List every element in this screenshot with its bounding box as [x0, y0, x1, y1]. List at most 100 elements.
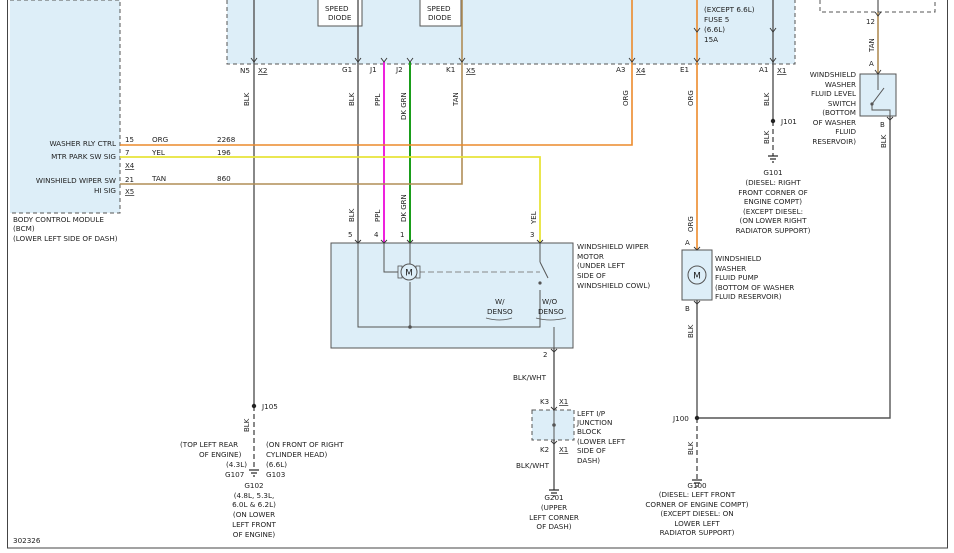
- ground-g100-line-6: RADIATOR SUPPORT): [660, 528, 735, 537]
- wire-label-org-a3: ORG: [622, 90, 630, 106]
- motor-w-denso-1: W/: [495, 297, 505, 306]
- motor-park-contact: [538, 281, 542, 285]
- bcm-pin-5: X5: [125, 188, 134, 196]
- bcm-box: [10, 0, 121, 214]
- motor-park-switch-blade: [539, 261, 549, 279]
- ground-g100-line-5: LOWER LEFT: [674, 519, 720, 528]
- junction-conn-x1-bottom: X1: [559, 446, 568, 454]
- motor-denso-brace-1: [485, 317, 513, 321]
- ground-g100-line-4: (EXCEPT DIESEL: ON: [660, 509, 733, 518]
- wire-label-blk-a1: BLK: [763, 92, 771, 106]
- junction-title-3: BLOCK: [577, 427, 601, 436]
- speed-diode-2: [419, 0, 462, 27]
- wire-label-ppl: PPL: [374, 94, 382, 106]
- ground-g201-line-4: OF DASH): [536, 522, 571, 531]
- level-switch-pin-a: A: [869, 60, 874, 68]
- motor-title-2: MOTOR: [577, 252, 604, 261]
- splice-j100-label: J100: [672, 414, 689, 423]
- motor-title-3: (UNDER LEFT: [577, 261, 625, 270]
- bcm-title-2: (BCM): [13, 224, 35, 233]
- ground-g101-line-6: (ON LOWER RIGHT: [740, 216, 808, 225]
- bcm-wire-color-1: ORG: [152, 135, 168, 144]
- bcm-pin-label-5: HI SIG: [94, 186, 116, 195]
- wire-label-tan: TAN: [452, 92, 460, 107]
- wire-label-blk-n5: BLK: [243, 92, 251, 106]
- bcm-wire-color-4: TAN: [151, 174, 166, 183]
- ground-g101-line-5: (EXCEPT DIESEL:: [743, 207, 803, 216]
- motor-pin-4: 4: [374, 231, 379, 239]
- motor-wo-denso-2: DENSO: [538, 307, 564, 316]
- diode-1-line-1: SPEED: [325, 4, 349, 13]
- wire-label-pump-org: ORG: [687, 216, 695, 232]
- junction-title-6: DASH): [577, 456, 600, 465]
- ground-g101-line-2: (DIESEL: RIGHT: [745, 178, 801, 187]
- junction-title-1: LEFT I/P: [577, 409, 606, 418]
- pump-title-1: WINDSHIELD: [715, 254, 762, 263]
- conn-pin-a3: A3: [616, 65, 626, 74]
- motor-title-5: WINDSHIELD COWL): [577, 281, 650, 290]
- bcm-pin-label-1: WASHER RLY CTRL: [49, 139, 116, 148]
- ground-g102-line-6: OF ENGINE): [233, 530, 276, 539]
- motor-wo-denso-1: W/O: [542, 297, 558, 306]
- bcm-pin-label-2: MTR PARK SW SIG: [51, 152, 116, 161]
- ground-g100-line-2: (DIESEL: LEFT FRONT: [659, 490, 736, 499]
- conn-pin-j2: J2: [395, 65, 403, 74]
- level-switch-pin-b: B: [880, 121, 885, 129]
- motor-internal-2: [383, 243, 398, 273]
- pump-title-3: FLUID PUMP: [715, 273, 759, 282]
- wire-label-j105: BLK: [243, 418, 251, 432]
- fuse-line-2: FUSE 5: [704, 15, 729, 24]
- pump-title-2: WASHER: [715, 264, 746, 273]
- level-switch-title-6: OF WASHER: [813, 118, 856, 127]
- washer-pump-symbol: M: [693, 272, 701, 282]
- pump-pin-b: B: [685, 305, 690, 313]
- wire-label-blk-g1: BLK: [348, 92, 356, 106]
- level-switch-internal-2: [871, 104, 891, 116]
- level-switch-upper-pin: 12: [866, 18, 875, 26]
- splice-j101-label: J101: [780, 117, 797, 126]
- diode-2-line-1: SPEED: [427, 4, 451, 13]
- motor-title-4: SIDE OF: [577, 271, 606, 280]
- level-switch-title-7: FLUID: [835, 127, 856, 136]
- page-frame: [7, 0, 948, 549]
- bcm-pin-4: 21: [125, 176, 134, 184]
- wire-label-switch-tan: TAN: [868, 38, 876, 53]
- conn-pin-a1: A1: [759, 65, 769, 74]
- wire-label-motor-blk: BLK: [348, 208, 356, 222]
- fuse-block-box: [226, 0, 796, 65]
- motor-w-denso-2: DENSO: [487, 307, 513, 316]
- bcm-wire-color-2: YEL: [151, 148, 165, 157]
- ground-g107-line-4: G107: [225, 470, 244, 479]
- motor-denso-brace-2: [535, 317, 567, 321]
- splice-j100-dot: [694, 415, 700, 421]
- pump-pin-a: A: [685, 239, 690, 247]
- ground-g201-line-3: LEFT CORNER: [529, 513, 579, 522]
- conn-x1: X1: [777, 66, 787, 75]
- ground-g201-line-1: G201: [544, 493, 563, 502]
- junction-conn-x1-top: X1: [559, 398, 568, 406]
- wire-org-bcm: [120, 0, 633, 146]
- ground-g101-line-3: FRONT CORNER OF: [738, 188, 808, 197]
- wiper-motor-icon: [400, 263, 418, 281]
- bcm-circuit-4: 860: [217, 174, 231, 183]
- wire-label-motor-yel: YEL: [530, 211, 538, 225]
- diode-2-line-2: DIODE: [428, 13, 452, 22]
- speed-diode-1: [317, 0, 363, 27]
- conn-pin-k1: K1: [446, 65, 455, 74]
- splice-j105-dot: [251, 403, 257, 409]
- splice-j105-label: J105: [261, 402, 278, 411]
- wire-label-switch-blk: BLK: [880, 134, 888, 148]
- ground-g100-icon: [692, 479, 702, 487]
- junction-title-5: SIDE OF: [577, 446, 606, 455]
- wire-blk-switch: [697, 115, 891, 419]
- splice-j101-dot: [770, 118, 776, 124]
- ground-g102-line-3: 6.0L & 6.2L): [232, 500, 276, 509]
- ground-g101-icon: [768, 155, 778, 163]
- conn-pin-n5: N5: [240, 66, 250, 75]
- bcm-circuit-1: 2268: [217, 135, 236, 144]
- ground-g201-line-2: (UPPER: [541, 503, 567, 512]
- conn-x4: X4: [636, 66, 646, 75]
- washer-pump-icon: [687, 265, 707, 285]
- ground-g107-line-2: OF ENGINE): [199, 450, 242, 459]
